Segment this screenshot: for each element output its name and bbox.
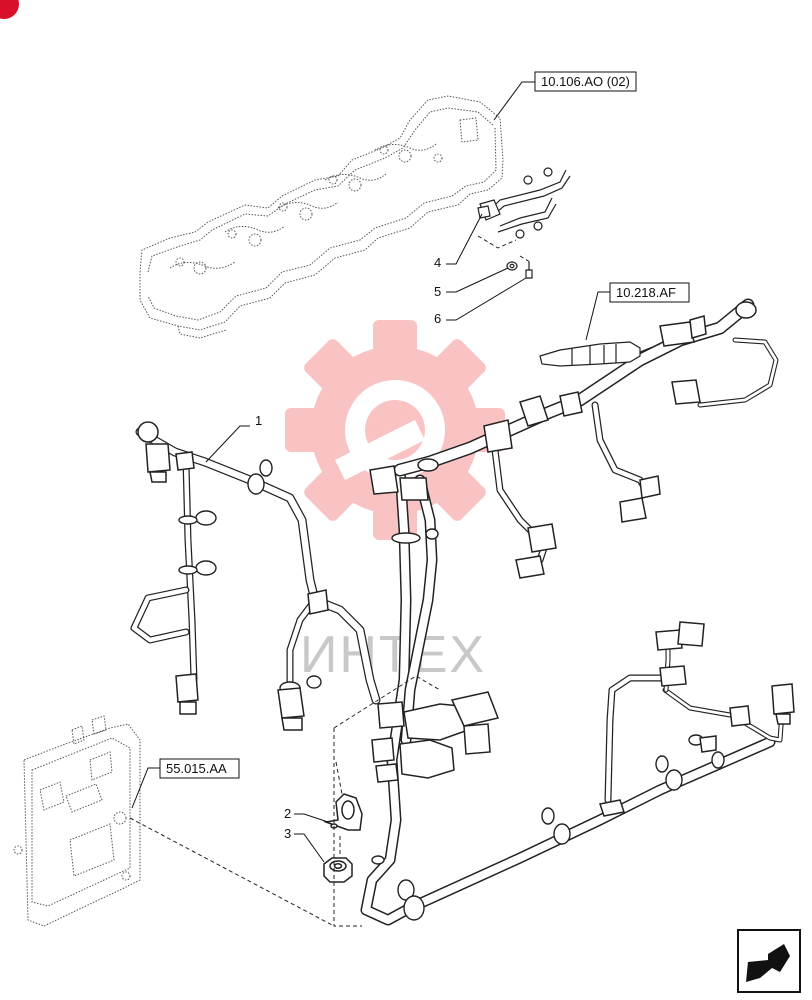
- callout-6: 6: [434, 277, 527, 326]
- svg-text:4: 4: [434, 255, 441, 270]
- injector-sub-harness: [477, 167, 571, 279]
- rocker-cover: [139, 95, 504, 339]
- svg-text:6: 6: [434, 311, 441, 326]
- svg-text:5: 5: [434, 284, 441, 299]
- injector: [539, 341, 661, 367]
- callout-4: 4: [434, 213, 483, 270]
- svg-text:1: 1: [255, 413, 262, 428]
- gear-logo-icon: [285, 320, 505, 540]
- svg-text:2: 2: [284, 806, 291, 821]
- harness-clips: [178, 459, 725, 921]
- red-corner-badge-icon: [0, 0, 19, 19]
- dashed-guide-lines: [129, 675, 441, 927]
- callout-5: 5: [434, 267, 509, 299]
- harness-connectors: [137, 301, 795, 817]
- reference-box-injector: 10.218.AF: [585, 282, 690, 341]
- watermark-text: ИНТЕХ: [300, 626, 486, 684]
- dashed-guide-injector: [477, 235, 531, 263]
- callout-2: 2: [284, 806, 329, 823]
- reference-box-rocker-cover: 10.106.AO (02): [493, 71, 637, 121]
- ecu-module: [13, 715, 141, 927]
- flange-nut: [323, 857, 353, 883]
- svg-text:10.218.AF: 10.218.AF: [616, 285, 676, 300]
- p-clip: [323, 793, 363, 831]
- svg-text:10.106.AO (02): 10.106.AO (02): [541, 74, 630, 89]
- svg-text:3: 3: [284, 826, 291, 841]
- next-page-arrow-icon[interactable]: [737, 929, 801, 993]
- callout-1: 1: [205, 413, 262, 463]
- svg-text:55.015.AA: 55.015.AA: [166, 761, 227, 776]
- callout-3: 3: [284, 826, 325, 863]
- reference-box-ecu: 55.015.AA: [131, 758, 240, 809]
